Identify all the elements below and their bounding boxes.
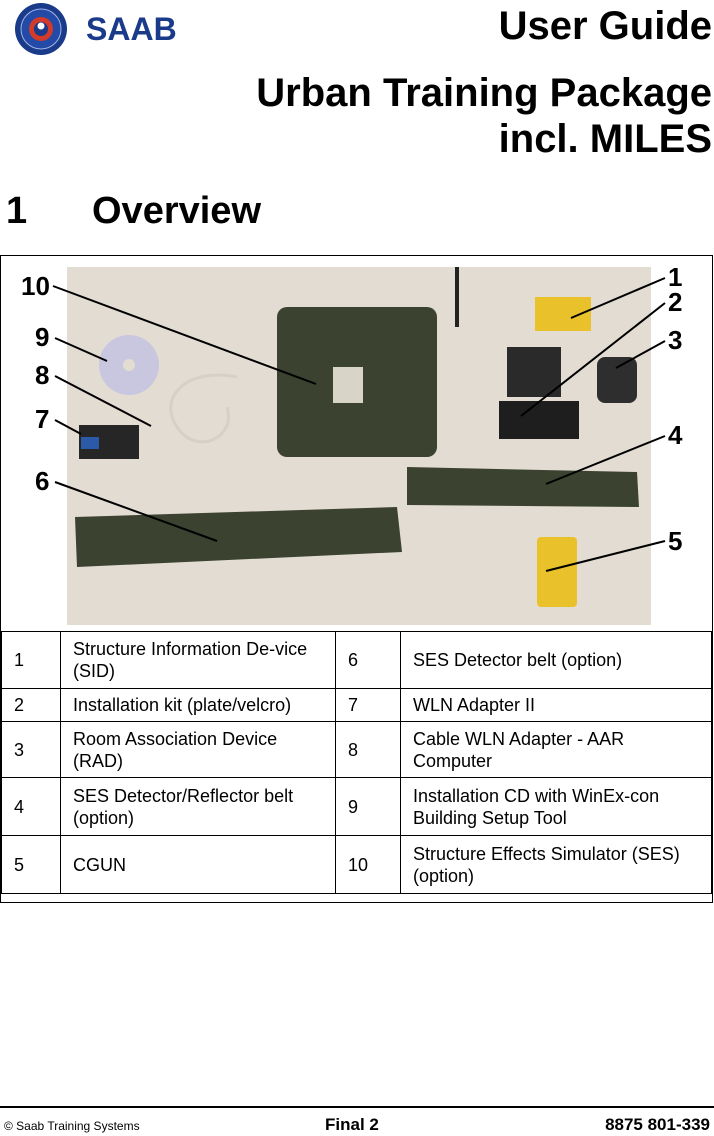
part-number: 3 [1,721,61,778]
cable-icon [169,373,238,444]
part-number: 7 [335,688,401,722]
legend-row: 3 Room Association Device (RAD) 8 Cable … [1,721,712,778]
callout-3: 3 [668,325,683,355]
part-number: 10 [335,835,401,894]
callout-1: 1 [668,262,683,292]
part-number: 6 [335,631,401,689]
installation-plate-icon [507,347,561,397]
callout-2: 2 [668,287,683,317]
part-number: 5 [1,835,61,894]
footer-status: Final 2 [325,1115,379,1134]
legend-row: 2 Installation kit (plate/velcro) 7 WLN … [1,688,712,722]
section-heading: 1 Overview [6,189,261,233]
callout-4: 4 [668,420,683,450]
overview-figure: 1 2 3 4 5 6 7 8 9 10 1 Structure Informa… [0,255,713,903]
part-description: Room Association Device (RAD) [60,721,336,778]
saab-logo: SAAB [8,2,220,56]
legend-row: 4 SES Detector/Reflector belt (option) 9… [1,777,712,836]
subtitle-line-1: Urban Training Package [256,71,712,115]
part-number: 4 [1,777,61,836]
part-description: Installation kit (plate/velcro) [60,688,336,722]
section-number: 1 [6,190,28,232]
part-description: Installation CD with WinEx-con Building … [400,777,712,836]
document-title: User Guide [498,4,712,48]
parts-legend-table: 1 Structure Information De-vice (SID) 6 … [1,631,712,894]
part-number: 8 [335,721,401,778]
legend-row: 1 Structure Information De-vice (SID) 6 … [1,631,712,689]
callout-6: 6 [35,466,50,496]
saab-technologies-seal-icon [15,3,67,55]
part-description: Structure Information De-vice (SID) [60,631,336,689]
ses-detector-belt-icon [75,507,402,567]
part-number: 2 [1,688,61,722]
part-description: WLN Adapter II [400,688,712,722]
callout-8: 8 [35,360,50,390]
part-description: Cable WLN Adapter - AAR Computer [400,721,712,778]
part-number: 1 [1,631,61,689]
callout-9: 9 [35,322,50,352]
part-description: CGUN [60,835,336,894]
footer-copyright: © Saab Training Systems [4,1119,140,1133]
rad-icon [597,357,637,403]
callout-7: 7 [35,404,50,434]
part-description: Structure Effects Simulator (SES) (optio… [400,835,712,894]
callout-leader-lines [52,277,666,572]
document-subtitle: Urban Training Package incl. MILES [256,70,712,162]
callout-5: 5 [668,526,683,556]
part-description: SES Detector belt (option) [400,631,712,689]
footer-document-number: 8875 801-339 [605,1115,710,1134]
cgun-icon [537,537,577,607]
callout-10: 10 [21,271,50,301]
part-description: SES Detector/Reflector belt (option) [60,777,336,836]
reflector-belt-icon [407,467,639,507]
saab-wordmark: SAAB [86,11,177,47]
part-number: 9 [335,777,401,836]
subtitle-line-2: incl. MILES [498,117,712,161]
equipment-photo [67,267,651,625]
legend-row: 5 CGUN 10 Structure Effects Simulator (S… [1,835,712,894]
section-title: Overview [92,190,261,232]
footer-divider [0,1106,714,1108]
